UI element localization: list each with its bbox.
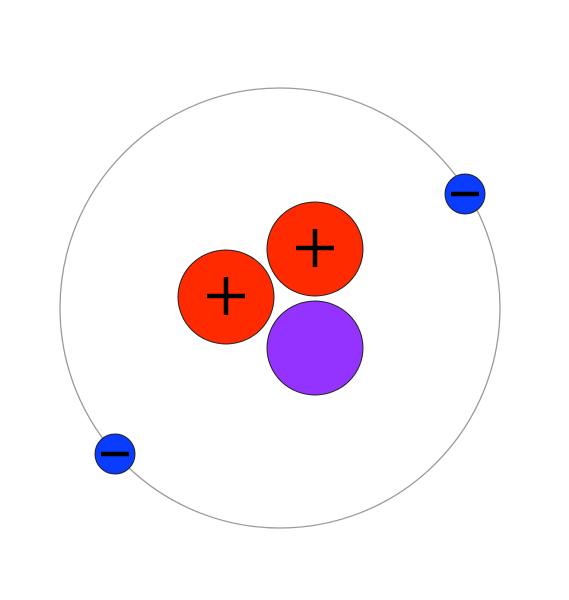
plus-sign-icon <box>296 229 334 267</box>
neutron-body <box>266 300 364 396</box>
electron: − <box>444 173 486 215</box>
neutron <box>266 300 364 396</box>
plus-sign-icon <box>207 277 245 315</box>
electron-orbit <box>59 87 501 529</box>
electron: − <box>94 433 136 475</box>
proton: + <box>266 201 364 297</box>
proton: + <box>177 249 275 345</box>
nucleus: + + <box>177 201 364 396</box>
